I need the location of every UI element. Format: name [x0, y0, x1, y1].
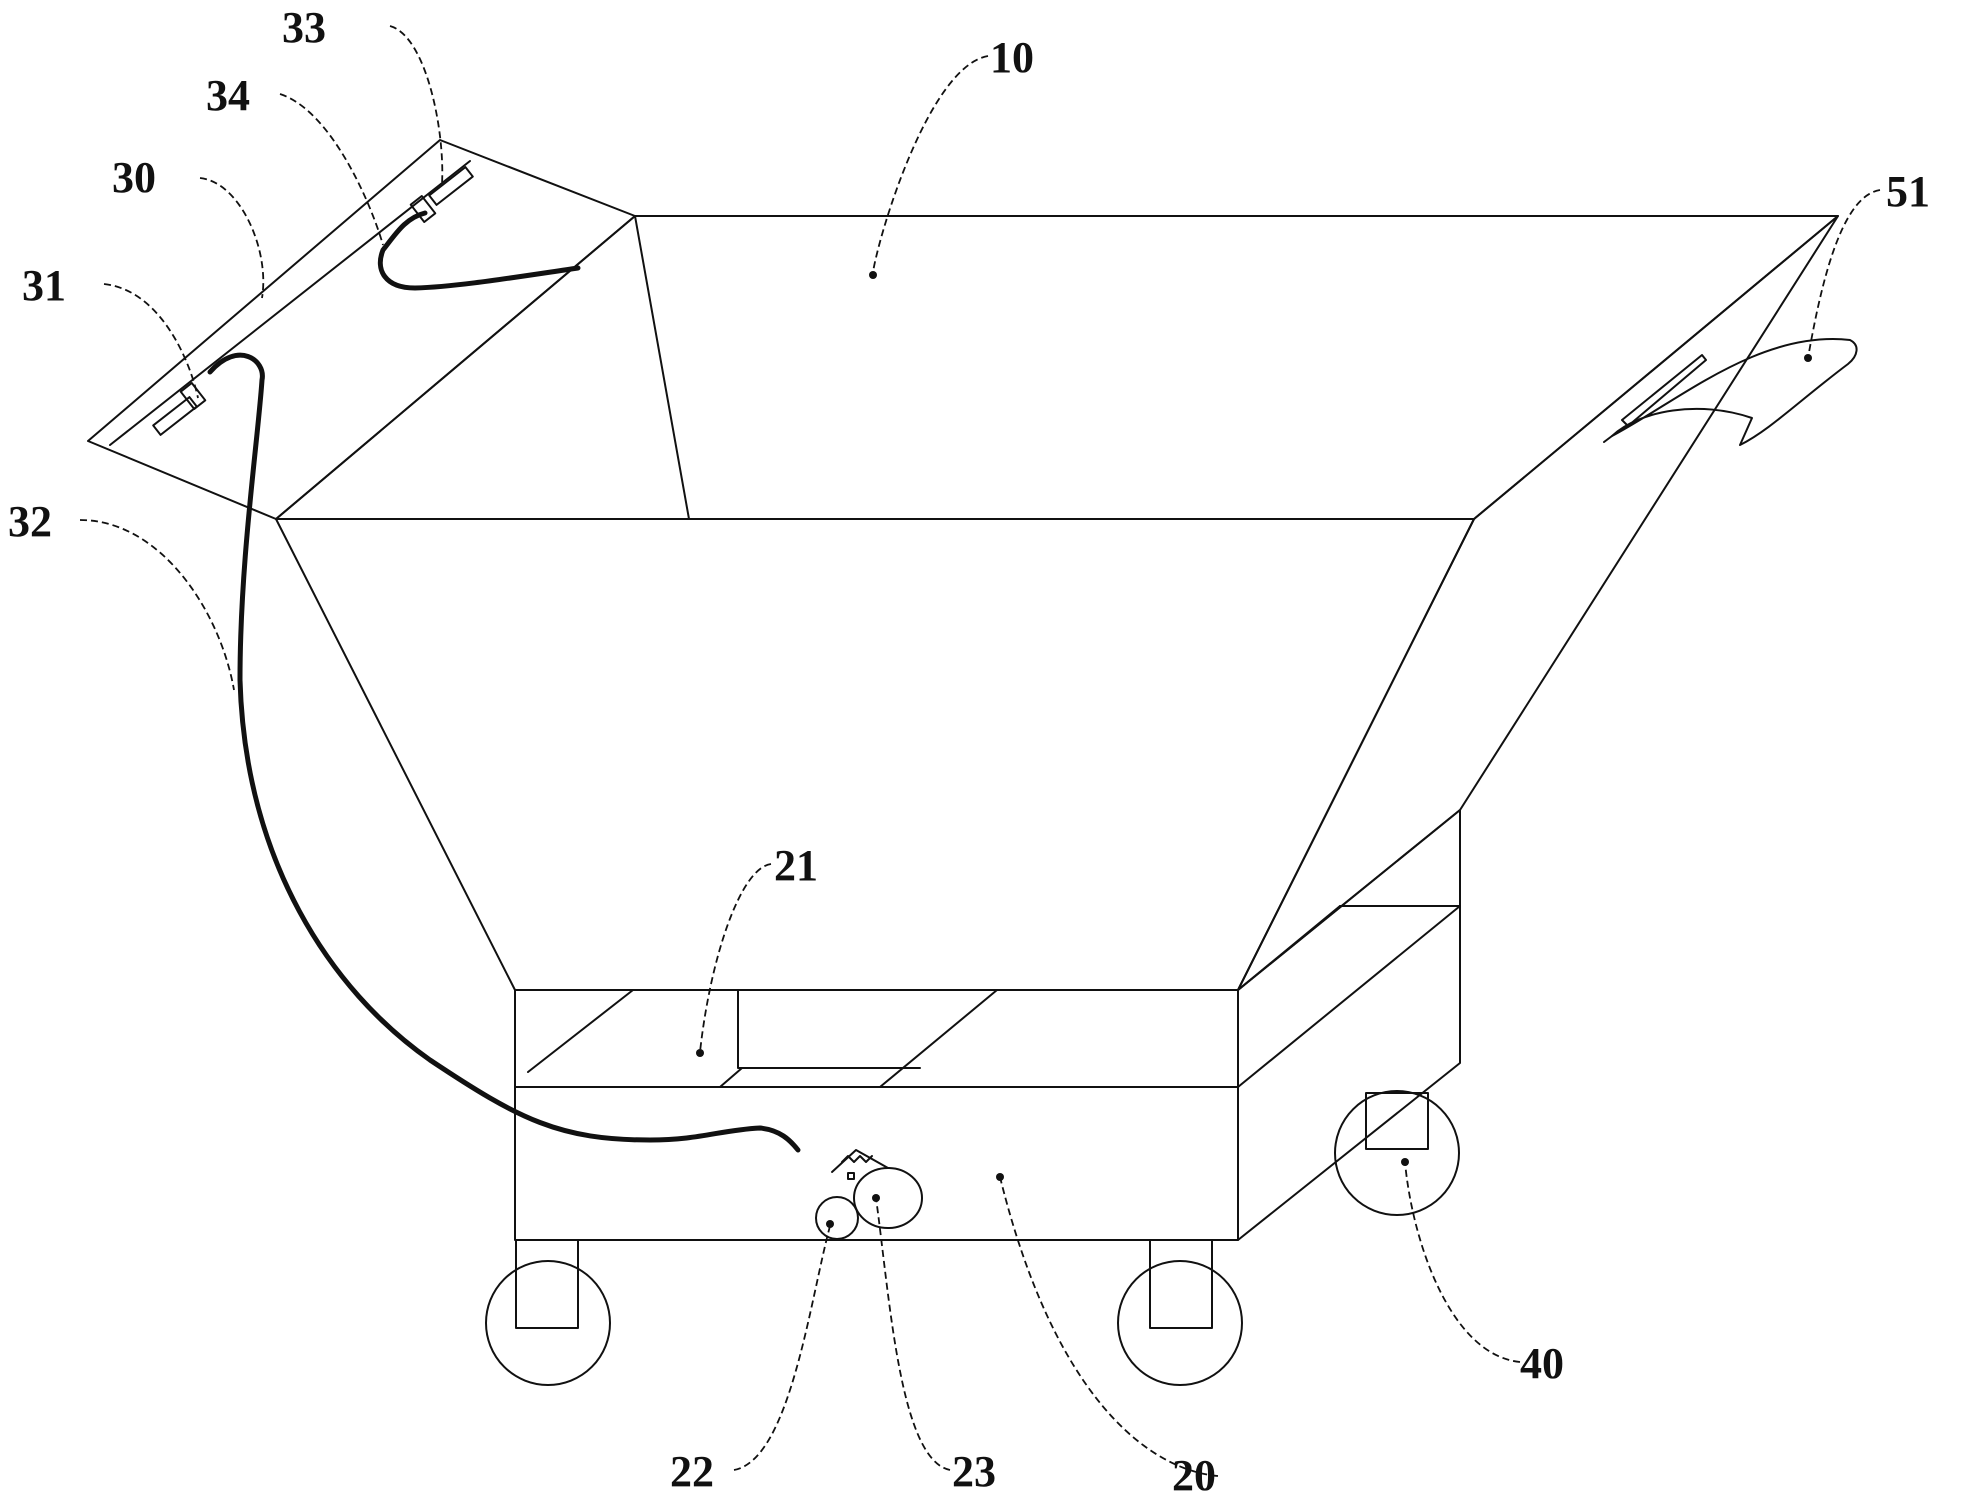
roller-23	[831, 1149, 923, 1229]
label-33: 33	[282, 3, 326, 52]
leader-dots	[696, 271, 1812, 1228]
label-31: 31	[22, 261, 66, 310]
leader-lines	[79, 25, 1881, 1477]
wheel-front-left	[485, 1239, 611, 1386]
label-34: 34	[206, 71, 250, 120]
label-30: 30	[112, 153, 156, 202]
wheel-rear	[1334, 1090, 1460, 1216]
cable-34	[377, 210, 581, 291]
latch-31	[152, 382, 207, 436]
label-32: 32	[8, 497, 52, 546]
lid	[87, 139, 636, 520]
label-21: 21	[774, 841, 818, 890]
label-10: 10	[990, 33, 1034, 82]
handle-grip	[1611, 338, 1858, 446]
switch-22	[815, 1196, 859, 1240]
hopper-right-face	[1237, 215, 1839, 991]
base-frame	[514, 809, 1461, 1241]
base-front-face	[514, 989, 1239, 1241]
hopper-back-edge	[634, 215, 690, 520]
label-40: 40	[1520, 1339, 1564, 1388]
label-22: 22	[670, 1447, 714, 1496]
lid-panel	[87, 139, 636, 520]
lid-inner-edge	[109, 160, 471, 446]
hopper-front-face	[275, 518, 1475, 991]
handle	[1603, 338, 1858, 446]
hopper-body	[275, 215, 1839, 991]
label-51: 51	[1886, 167, 1930, 216]
wheel-front-right	[1117, 1239, 1243, 1386]
label-23: 23	[952, 1447, 996, 1496]
handle-mount	[1621, 354, 1707, 427]
hopper-back-rim	[275, 215, 1839, 520]
label-20: 20	[1172, 1451, 1216, 1500]
cable-32	[207, 352, 801, 1153]
base-right-face	[1237, 809, 1461, 1241]
tray	[527, 989, 998, 1088]
